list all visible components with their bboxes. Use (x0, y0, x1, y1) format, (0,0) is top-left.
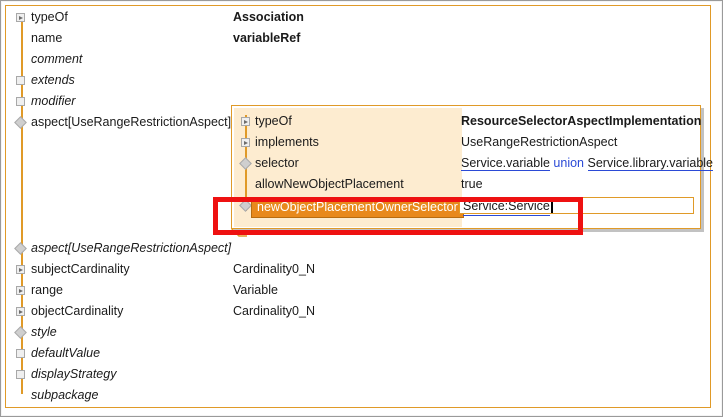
aspect-property-value[interactable]: Service.variable union Service.library.v… (461, 153, 714, 174)
aspect-property-row-list: typeOf ResourceSelectorAspectImplementati… (231, 111, 714, 218)
tree-connector-spine (21, 17, 23, 394)
property-value[interactable]: Association (233, 10, 304, 24)
property-row[interactable]: objectCardinality Cardinality0_N (5, 301, 711, 322)
property-row[interactable]: range Variable (5, 280, 711, 301)
row-gutter (239, 132, 255, 153)
collapsed-box-icon[interactable] (16, 76, 25, 85)
property-row[interactable]: subpackage (5, 385, 711, 406)
collapsed-box-icon[interactable] (16, 370, 25, 379)
aspect-property-row[interactable]: selector Service.variable union Service.l… (231, 153, 714, 174)
aspect-property-row[interactable]: allowNewObjectPlacement true (231, 174, 701, 195)
property-name[interactable]: style (31, 325, 57, 339)
property-row[interactable]: defaultValue (5, 343, 711, 364)
aspect-diamond-icon[interactable] (239, 199, 252, 212)
expand-arrow-icon[interactable] (16, 13, 25, 22)
aspect-popup-tail-icon (231, 228, 247, 237)
reference-link[interactable]: Service.library.variable (587, 156, 714, 171)
expand-arrow-icon[interactable] (241, 138, 250, 147)
row-gutter (14, 259, 30, 280)
aspect-popup-cell: typeOf ResourceSelectorAspectImplementati… (231, 105, 714, 237)
property-name[interactable]: displayStrategy (31, 367, 117, 381)
property-name[interactable]: subjectCardinality (31, 262, 130, 276)
row-gutter (14, 364, 30, 385)
row-gutter (14, 385, 30, 406)
expand-arrow-icon[interactable] (241, 117, 250, 126)
property-name[interactable]: defaultValue (31, 346, 101, 360)
property-row-list: typeOf Association name variableRef comment e… (5, 7, 711, 406)
collapsed-box-icon[interactable] (16, 349, 25, 358)
property-name[interactable]: name (31, 31, 63, 45)
property-value[interactable]: Variable (233, 283, 278, 297)
property-row[interactable]: subjectCardinality Cardinality0_N (5, 259, 711, 280)
aspect-diamond-icon[interactable] (14, 116, 27, 129)
row-gutter (14, 112, 30, 133)
property-name[interactable]: comment (31, 52, 83, 66)
reference-link[interactable]: Service.variable (461, 156, 550, 171)
row-gutter (14, 322, 30, 343)
row-gutter (239, 153, 255, 174)
property-value[interactable]: variableRef (233, 31, 301, 45)
aspect-property-row[interactable]: implements UseRangeRestrictionAspect (231, 132, 701, 153)
aspect-property-row[interactable]: typeOf ResourceSelectorAspectImplementati… (231, 111, 701, 132)
property-name[interactable]: subpackage (31, 388, 99, 402)
aspect-diamond-icon[interactable] (239, 157, 252, 170)
property-row[interactable]: aspect[UseRangeRestrictionAspect] (5, 238, 711, 259)
property-value[interactable]: Cardinality0_N (233, 304, 315, 318)
property-name[interactable]: modifier (31, 94, 76, 108)
text-cursor (551, 200, 553, 213)
row-gutter (14, 217, 30, 238)
owner-selector-input-value: Service:Service (463, 198, 550, 216)
owner-selector-input[interactable]: Service:Service (459, 197, 694, 216)
selected-property-name[interactable]: newObjectPlacementOwnerSelector (251, 197, 464, 218)
property-row[interactable]: displayStrategy (5, 364, 711, 385)
row-gutter (14, 49, 30, 70)
expand-arrow-icon[interactable] (16, 307, 25, 316)
aspect-property-name[interactable]: allowNewObjectPlacement (255, 177, 404, 191)
aspect-diamond-icon[interactable] (14, 326, 27, 339)
row-gutter (14, 238, 30, 259)
row-gutter (14, 133, 30, 154)
union-keyword[interactable]: union (553, 156, 585, 170)
expand-arrow-icon[interactable] (16, 265, 25, 274)
aspect-property-value[interactable]: UseRangeRestrictionAspect (461, 135, 618, 149)
row-gutter (14, 196, 30, 217)
aspect-property-value[interactable]: true (461, 177, 483, 191)
property-name[interactable]: aspect[UseRangeRestrictionAspect] (31, 241, 232, 255)
aspect-property-name[interactable]: typeOf (255, 114, 292, 128)
property-name[interactable]: range (31, 283, 63, 297)
row-gutter (14, 28, 30, 49)
property-name[interactable]: objectCardinality (31, 304, 124, 318)
aspect-property-value[interactable]: ResourceSelectorAspectImplementation (461, 114, 702, 128)
row-gutter (14, 343, 30, 364)
collapsed-box-icon[interactable] (16, 97, 25, 106)
row-gutter (239, 174, 255, 195)
property-row[interactable]: aspect[UseRangeRestrictionAspect] (5, 112, 711, 133)
row-gutter (14, 154, 30, 175)
property-name[interactable]: extends (31, 73, 75, 87)
aspect-property-name[interactable]: implements (255, 135, 319, 149)
property-row[interactable]: style (5, 322, 711, 343)
expand-arrow-icon[interactable] (16, 286, 25, 295)
row-gutter (14, 70, 30, 91)
row-gutter (14, 280, 30, 301)
property-row[interactable]: extends (5, 70, 711, 91)
property-row[interactable]: typeOf Association (5, 7, 711, 28)
aspect-property-name[interactable]: selector (255, 156, 299, 170)
property-value[interactable]: Cardinality0_N (233, 262, 315, 276)
property-name[interactable]: aspect[UseRangeRestrictionAspect] (31, 115, 232, 129)
property-row[interactable]: name variableRef (5, 28, 711, 49)
row-gutter (14, 7, 30, 28)
row-gutter (14, 175, 30, 196)
row-gutter (14, 91, 30, 112)
property-row[interactable]: comment (5, 49, 711, 70)
property-name[interactable]: typeOf (31, 10, 68, 24)
row-gutter (14, 301, 30, 322)
aspect-diamond-icon[interactable] (14, 242, 27, 255)
property-row[interactable]: modifier (5, 91, 711, 112)
row-gutter (239, 111, 255, 132)
